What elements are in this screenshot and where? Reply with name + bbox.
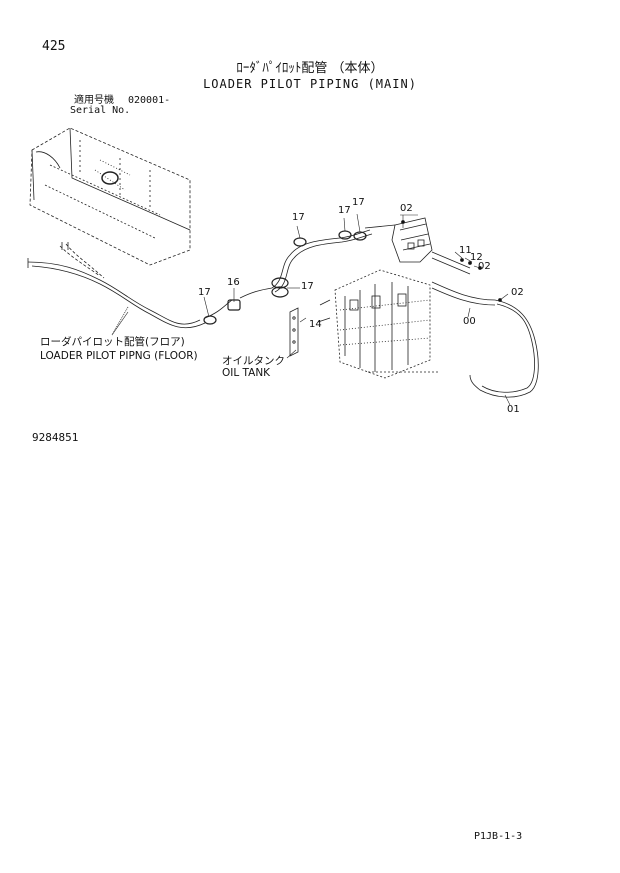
serial-label-en: Serial No. (70, 105, 131, 116)
machine-overview-illustration (29, 127, 191, 266)
part-label-17-d: 17 (198, 287, 211, 298)
page-code: P1JB-1-3 (474, 831, 523, 842)
oil-tank-label-jp: オイルタンク (222, 355, 285, 367)
part-label-02-b: 02 (478, 261, 491, 272)
floor-piping-label-en: LOADER PILOT PIPNG (FLOOR) (40, 350, 198, 362)
part-label-17-a: 17 (292, 212, 305, 223)
part-label-17-b: 17 (338, 205, 351, 216)
part-label-16: 16 (227, 277, 240, 288)
page-number: 425 (42, 39, 66, 54)
upper-hose-run (271, 229, 373, 293)
floor-piping-label-jp: ローダパイロット配管(フロア) (40, 336, 185, 348)
part-label-17-c: 17 (352, 197, 365, 208)
control-valve-illustration (317, 269, 440, 379)
part-label-17-e: 17 (301, 281, 314, 292)
part-label-12: 12 (470, 252, 483, 263)
pilot-hose-00 (431, 281, 496, 306)
part-label-14: 14 (309, 319, 322, 330)
part-label-00: 00 (463, 316, 476, 327)
part-label-01: 01 (507, 404, 520, 415)
bracket-14 (289, 307, 299, 357)
part-label-02-c: 02 (511, 287, 524, 298)
serial-value: 020001- (128, 95, 171, 106)
fittings (401, 220, 502, 302)
pilot-valve-block (364, 217, 471, 275)
part-label-02-a: 02 (400, 203, 413, 214)
drawing-number: 9284851 (32, 431, 79, 444)
floor-piping-hoses (27, 242, 273, 336)
page-title-en: LOADER PILOT PIPING (MAIN) (203, 77, 417, 91)
pilot-hose-01 (469, 299, 539, 398)
part-label-11: 11 (459, 245, 472, 256)
page-title-jp: ﾛｰﾀﾞﾊﾟｲﾛｯﾄ配管 （本体） (236, 61, 384, 76)
oil-tank-label-en: OIL TANK (222, 367, 271, 379)
serial-label-jp: 適用号機 (74, 95, 114, 106)
